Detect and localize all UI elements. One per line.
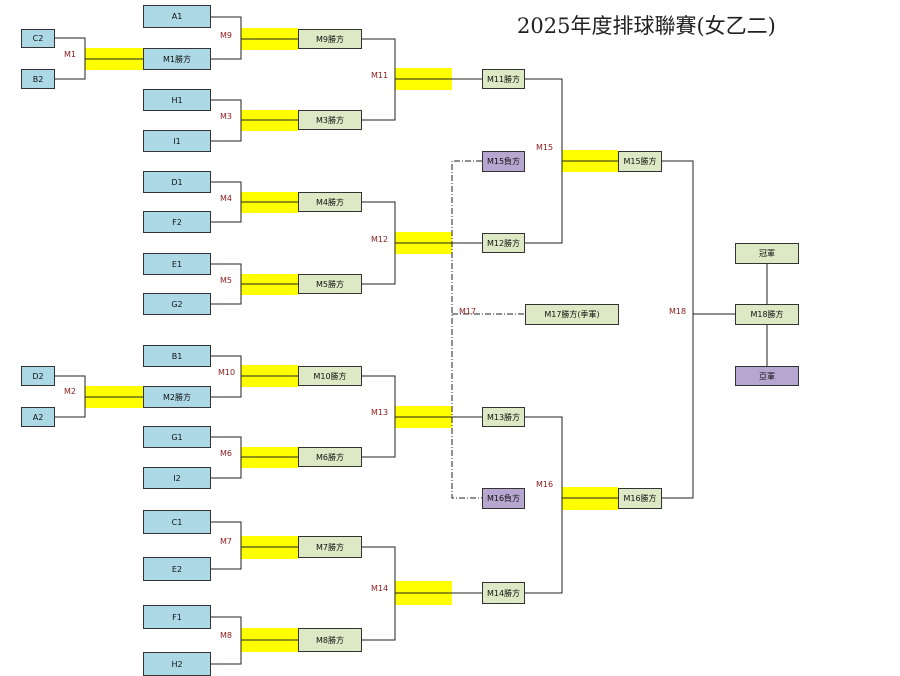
team-B2: B2 [21, 69, 55, 89]
connector-M7 [211, 521, 242, 570]
team-A1: A1 [143, 5, 211, 28]
result-M3-winner: M3勝方 [298, 110, 362, 130]
team-C1: C1 [143, 510, 211, 534]
match-label-M18: M18 [669, 307, 687, 316]
match-label-M10: M10 [218, 368, 236, 377]
connector-M8 [211, 616, 242, 665]
team-D2: D2 [21, 366, 55, 386]
result-M7-winner: M7勝方 [298, 536, 362, 558]
result-M13-winner: M13勝方 [482, 407, 525, 427]
connector-M16 [525, 416, 563, 594]
match-label-M14: M14 [371, 584, 389, 593]
match-label-M1: M1 [64, 50, 76, 59]
match-label-M7: M7 [220, 537, 232, 546]
team-H2: H2 [143, 652, 211, 676]
team-I2: I2 [143, 467, 211, 489]
match-label-M11: M11 [371, 71, 389, 80]
connector-M18 [662, 160, 694, 499]
result-M4-winner: M4勝方 [298, 192, 362, 212]
result-M10-winner: M10勝方 [298, 366, 362, 386]
team-A2: A2 [21, 407, 55, 427]
result-M2-winner: M2勝方 [143, 386, 211, 408]
match-label-M6: M6 [220, 449, 232, 458]
result-M12-winner: M12勝方 [482, 233, 525, 253]
result-M16-loser: M16負方 [482, 488, 525, 509]
result-M9-winner: M9勝方 [298, 29, 362, 49]
team-F2: F2 [143, 211, 211, 233]
match-label-M8: M8 [220, 631, 232, 640]
team-G1: G1 [143, 426, 211, 448]
team-I1: I1 [143, 130, 211, 152]
result-M15-loser: M15負方 [482, 151, 525, 172]
match-label-M17: M17 [459, 307, 477, 316]
connector-M15 [525, 78, 563, 244]
champion-box: 冠軍 [735, 243, 799, 264]
team-D1: D1 [143, 171, 211, 193]
result-M6-winner: M6勝方 [298, 447, 362, 467]
result-M11-winner: M11勝方 [482, 69, 525, 89]
result-M8-winner: M8勝方 [298, 628, 362, 652]
connector-M9 [211, 16, 242, 60]
runnerup-box: 亞軍 [735, 366, 799, 386]
match-label-M12: M12 [371, 235, 389, 244]
result-M5-winner: M5勝方 [298, 274, 362, 294]
match-label-M13: M13 [371, 408, 389, 417]
match-label-M5: M5 [220, 276, 232, 285]
match-label-M9: M9 [220, 31, 232, 40]
team-E2: E2 [143, 557, 211, 581]
match-label-M3: M3 [220, 112, 232, 121]
team-F1: F1 [143, 605, 211, 629]
result-M16-winner: M16勝方 [618, 488, 662, 509]
team-G2: G2 [143, 293, 211, 315]
team-H1: H1 [143, 89, 211, 111]
match-label-M15: M15 [536, 143, 554, 152]
page-title: 2025年度排球聯賽(女乙二) [517, 14, 776, 38]
team-C2: C2 [21, 29, 55, 48]
result-M1-winner: M1勝方 [143, 48, 211, 70]
match-label-M16: M16 [536, 480, 554, 489]
team-E1: E1 [143, 253, 211, 275]
connector-M17 [451, 160, 482, 499]
result-M15-winner: M15勝方 [618, 151, 662, 172]
result-M18-winner: M18勝方 [735, 304, 799, 325]
result-M14-winner: M14勝方 [482, 582, 525, 604]
match-label-M4: M4 [220, 194, 232, 203]
team-B1: B1 [143, 345, 211, 367]
result-M17-winner: M17勝方(季軍) [525, 304, 619, 325]
connector-M14 [362, 546, 396, 641]
connector-M2 [55, 375, 86, 418]
match-label-M2: M2 [64, 387, 76, 396]
